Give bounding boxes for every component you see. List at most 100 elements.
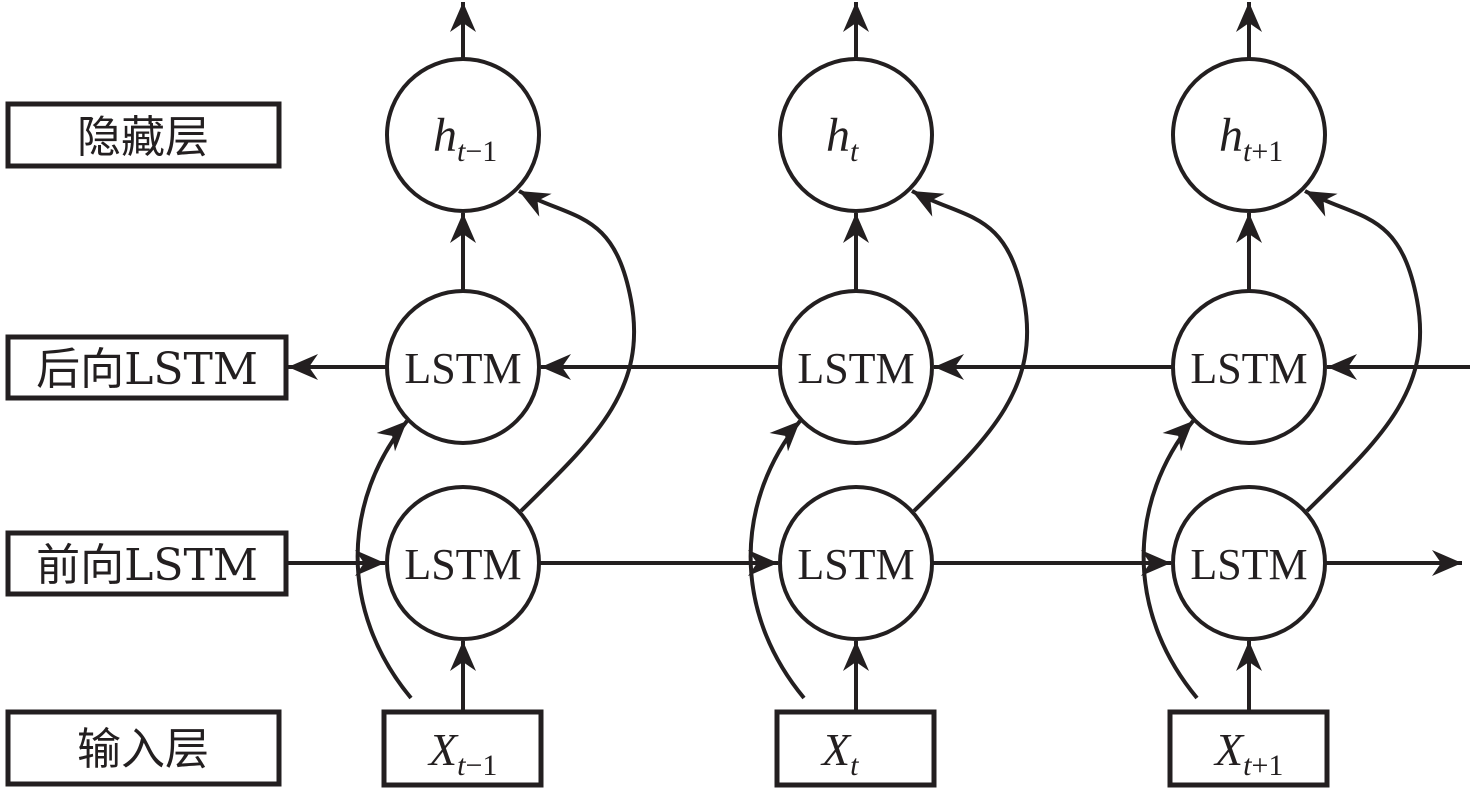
input-label: Xt−1	[427, 724, 497, 782]
forward-to-hidden-curve-2-path	[1304, 189, 1423, 513]
input-sub-t: t	[1243, 749, 1252, 782]
output-arrow-0	[450, 2, 476, 59]
hidden-node-label: ht+1	[1219, 109, 1283, 168]
backward-chain-arrow-out	[288, 354, 387, 380]
backward-lstm-label: LSTM	[404, 344, 521, 393]
forward-chain-arrow-in	[288, 550, 385, 576]
forward-to-hidden-curve-2-arrowhead	[1305, 191, 1338, 217]
output-arrow-1	[843, 2, 869, 59]
input-to-backward-curve-1-arrowhead	[769, 421, 800, 452]
hidden-sub-t: t	[1243, 135, 1252, 168]
backward-to-hidden-arrow-1	[843, 213, 869, 291]
hidden-node-0: ht−1	[385, 57, 541, 213]
input-to-forward-arrow-1-arrowhead	[843, 641, 869, 671]
input-to-forward-arrow-2-arrowhead	[1236, 641, 1262, 671]
forward-chain-arrow-out-arrowhead	[1432, 550, 1462, 576]
input-sub-t: t	[457, 749, 466, 782]
forward-chain-arrow-1-2-arrowhead	[1141, 550, 1171, 576]
input-box	[774, 709, 937, 788]
backward-lstm-node-1: LSTM	[778, 289, 934, 445]
input-sub-rest: −1	[465, 749, 497, 782]
output-arrow-1-arrowhead	[843, 2, 869, 32]
hidden-node-1: ht	[778, 57, 934, 213]
backward-chain-arrow-2-1	[934, 354, 1173, 380]
forward-lstm-node-0: LSTM	[385, 485, 541, 641]
forward-to-hidden-curve-0	[518, 189, 637, 513]
input-var: X	[427, 724, 459, 775]
input-sub-t: t	[850, 749, 859, 782]
row-label-input: 输入层	[5, 709, 282, 787]
input-box	[381, 709, 544, 788]
input-sub-rest: +1	[1251, 749, 1283, 782]
input-to-backward-curve-0-arrowhead	[376, 421, 407, 452]
input-node-1: Xt	[774, 709, 937, 788]
input-to-forward-arrow-0	[450, 641, 476, 710]
input-to-backward-curve-2	[1141, 419, 1199, 700]
backward-lstm-circle	[778, 289, 934, 445]
backward-lstm-label: LSTM	[797, 344, 914, 393]
input-to-backward-curve-0	[355, 419, 413, 700]
input-to-forward-arrow-0-arrowhead	[450, 641, 476, 671]
row-label-input-text: 输入层	[77, 724, 209, 775]
forward-to-hidden-curve-2	[1304, 189, 1423, 513]
input-box	[1167, 709, 1330, 788]
forward-to-hidden-curve-0-arrowhead	[519, 191, 552, 217]
backward-lstm-node-2: LSTM	[1171, 289, 1327, 445]
forward-chain-arrow-out	[1325, 550, 1462, 576]
hidden-var: h	[826, 109, 850, 162]
backward-lstm-node-0: LSTM	[385, 289, 541, 445]
hidden-node-circle	[385, 57, 541, 213]
forward-chain-arrow-in-arrowhead	[355, 550, 385, 576]
backward-lstm-circle	[1171, 289, 1327, 445]
input-to-forward-arrow-1	[843, 641, 869, 710]
input-to-forward-arrow-2	[1236, 641, 1262, 710]
row-label-forward: 前向LSTM	[5, 530, 289, 597]
hidden-node-label: ht	[826, 109, 859, 168]
input-to-backward-curve-1-path	[748, 419, 806, 700]
forward-chain-arrow-1-2	[932, 550, 1171, 576]
backward-to-hidden-arrow-2-arrowhead	[1236, 213, 1262, 243]
backward-to-hidden-arrow-2	[1236, 213, 1262, 291]
forward-lstm-circle	[385, 485, 541, 641]
output-arrow-2-arrowhead	[1236, 2, 1262, 32]
forward-to-hidden-curve-1-arrowhead	[912, 191, 945, 217]
forward-lstm-circle	[1171, 485, 1327, 641]
forward-to-hidden-curve-1-path	[911, 189, 1030, 513]
backward-to-hidden-arrow-0	[450, 213, 476, 291]
row-label-backward: 后向LSTM	[5, 334, 289, 401]
input-to-backward-curve-2-arrowhead	[1162, 421, 1193, 452]
backward-chain-arrow-in-arrowhead	[1327, 354, 1357, 380]
backward-to-hidden-arrow-1-arrowhead	[843, 213, 869, 243]
input-label: Xt+1	[1213, 724, 1283, 782]
backward-to-hidden-arrow-0-arrowhead	[450, 213, 476, 243]
hidden-node-circle	[1171, 57, 1327, 213]
hidden-sub-t: t	[457, 135, 466, 168]
input-var: X	[1213, 724, 1245, 775]
row-label-hidden: 隐藏层	[5, 101, 282, 169]
hidden-node-2: ht+1	[1171, 57, 1327, 213]
forward-lstm-node-2: LSTM	[1171, 485, 1327, 641]
hidden-node-label: ht−1	[433, 109, 497, 168]
input-to-backward-curve-1	[748, 419, 806, 700]
backward-lstm-circle	[385, 289, 541, 445]
forward-to-hidden-curve-1	[911, 189, 1030, 513]
input-to-backward-curve-0-path	[355, 419, 413, 700]
forward-lstm-circle	[778, 485, 934, 641]
forward-lstm-label: LSTM	[1190, 540, 1307, 589]
hidden-var: h	[433, 109, 457, 162]
hidden-node-circle	[778, 57, 934, 213]
forward-chain-arrow-0-1	[539, 550, 778, 576]
nodes: ht−1LSTMLSTMXt−1htLSTMLSTMXtht+1LSTMLSTM…	[381, 57, 1330, 788]
input-node-0: Xt−1	[381, 709, 544, 788]
output-arrow-0-arrowhead	[450, 2, 476, 32]
input-label: Xt	[820, 724, 859, 782]
forward-to-hidden-curve-0-path	[518, 189, 637, 513]
input-var: X	[820, 724, 852, 775]
forward-lstm-label: LSTM	[797, 540, 914, 589]
backward-chain-arrow-1-0-arrowhead	[541, 354, 571, 380]
forward-lstm-label: LSTM	[404, 540, 521, 589]
backward-lstm-label: LSTM	[1190, 344, 1307, 393]
backward-chain-arrow-2-1-arrowhead	[934, 354, 964, 380]
forward-chain-arrow-0-1-arrowhead	[748, 550, 778, 576]
